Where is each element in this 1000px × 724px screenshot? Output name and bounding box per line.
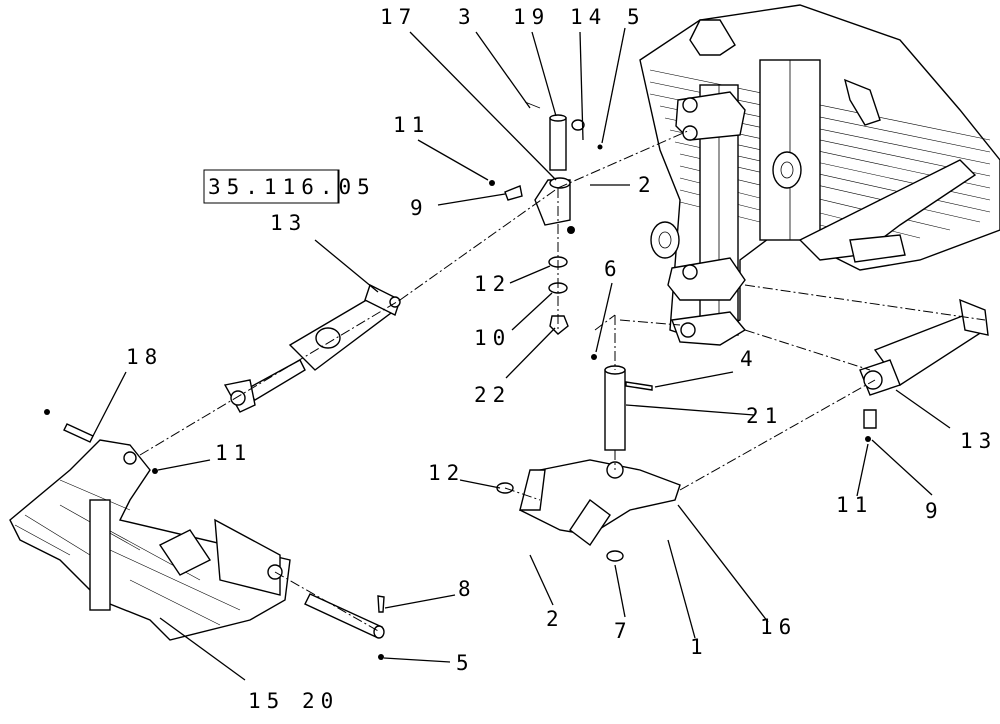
- callout-22: 22: [474, 383, 511, 407]
- callout-11-right: 11: [836, 493, 873, 517]
- callout-14: 14: [570, 5, 607, 29]
- assembly-centerlines: [139, 129, 986, 633]
- callout-2-lower: 2: [546, 607, 565, 631]
- reference-label: 35.116.05: [208, 175, 376, 199]
- pin-18: [63, 423, 94, 443]
- hydraulic-cylinder-right: [859, 298, 989, 396]
- callout-20: 20: [302, 689, 339, 713]
- lower-frame-assembly: [9, 439, 291, 641]
- callout-12-lower: 12: [428, 461, 465, 485]
- callout-16: 16: [760, 615, 797, 639]
- callout-17: 17: [380, 5, 417, 29]
- callout-1: 1: [690, 635, 709, 659]
- callout-11-upper: 11: [393, 113, 430, 137]
- pin-20: [304, 593, 384, 638]
- callout-labels: 17 3 19 14 5 11 9 2 13 12 10 22 6 4 21 1…: [126, 5, 997, 713]
- callout-7: 7: [614, 619, 633, 643]
- callout-18: 18: [126, 345, 163, 369]
- bracket-and-pin: [489, 101, 603, 335]
- callout-2-upper: 2: [638, 173, 657, 197]
- hydraulic-cylinder-left: [223, 284, 401, 413]
- main-frame-assembly: [639, 4, 1000, 346]
- pivot-bracket: [496, 354, 681, 562]
- callout-11-left: 11: [215, 441, 252, 465]
- callout-13-left: 13: [270, 211, 307, 235]
- callout-15: 15: [248, 689, 285, 713]
- callout-5-top: 5: [627, 5, 646, 29]
- callout-4: 4: [740, 347, 759, 371]
- callout-6: 6: [604, 257, 623, 281]
- callout-8: 8: [458, 577, 477, 601]
- callout-5-lower: 5: [456, 651, 475, 675]
- callout-12-upper: 12: [474, 272, 511, 296]
- callout-10: 10: [474, 326, 511, 350]
- callout-9-upper: 9: [410, 196, 429, 220]
- callout-13-right: 13: [960, 429, 997, 453]
- callout-19: 19: [513, 5, 550, 29]
- reference-box: [203, 169, 340, 204]
- callout-21: 21: [746, 404, 783, 428]
- callout-3: 3: [458, 5, 477, 29]
- callout-leaders: [92, 27, 951, 681]
- callout-9-right: 9: [925, 499, 944, 523]
